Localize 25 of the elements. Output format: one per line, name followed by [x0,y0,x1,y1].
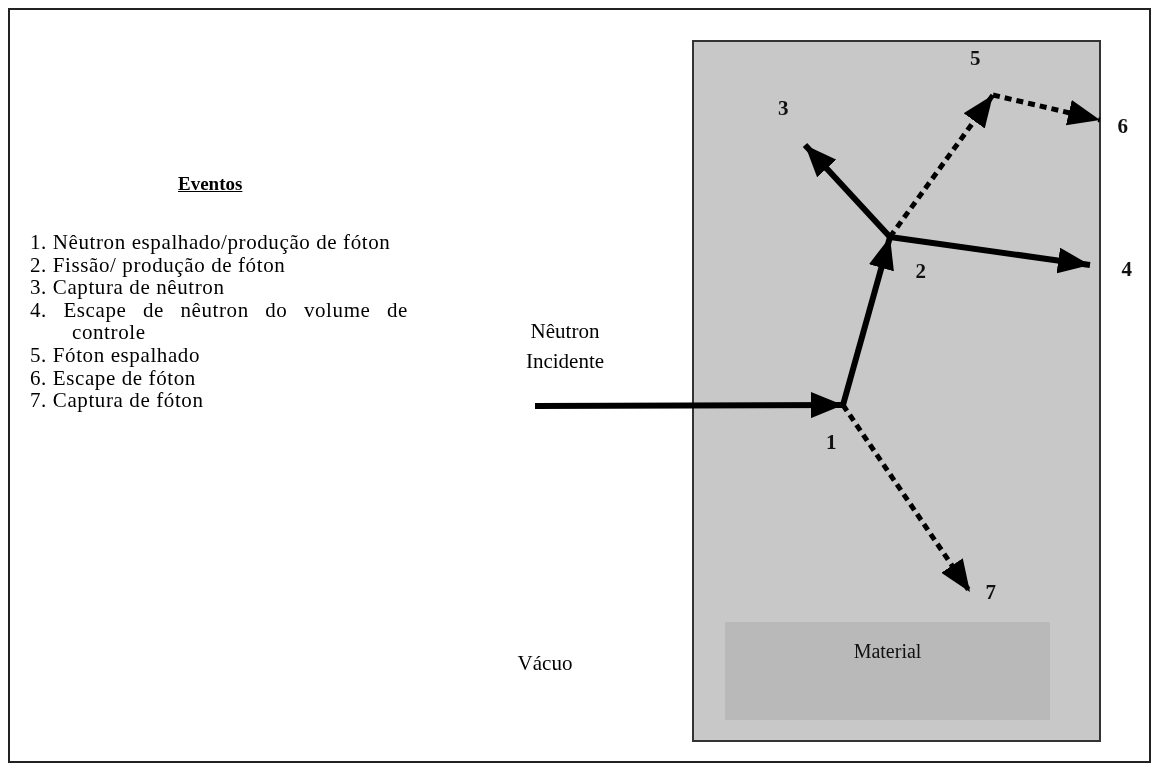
event-number: 3 [778,98,789,119]
event-number: 5 [970,48,981,69]
event-number: 7 [985,581,996,603]
event-number: 1 [826,432,837,453]
event-list-item: 2. Fissão/ produção de fóton [30,253,286,277]
event-list-item: 7. Captura de fóton [30,389,205,412]
event-number: 2 [915,261,926,282]
arrow [889,234,1091,274]
material-region [692,40,1101,742]
incident-neutron-label: Nêutron Incidente [524,318,606,375]
arrow [992,92,1101,126]
arrow [535,392,843,419]
material-label: Material [853,640,922,664]
event-list-item: 1. Nêutron espalhado/produção de fóton [30,231,392,254]
arrow [802,142,893,240]
event-list-item: 6. Escape de fóton [30,366,196,390]
event-list-item: 5. Fóton espalhado [30,343,202,367]
event-number: 6 [1117,115,1128,137]
arrow [840,236,894,406]
event-list-item: 3. Captura de nêutron [30,276,226,299]
event-number: 4 [1121,259,1132,280]
event-list-item: 4. Escape de nêutron do volume de controle [30,298,408,344]
arrow [840,403,973,594]
legend-heading: Eventos [178,173,243,195]
vacuum-label: Vácuo [516,650,574,677]
